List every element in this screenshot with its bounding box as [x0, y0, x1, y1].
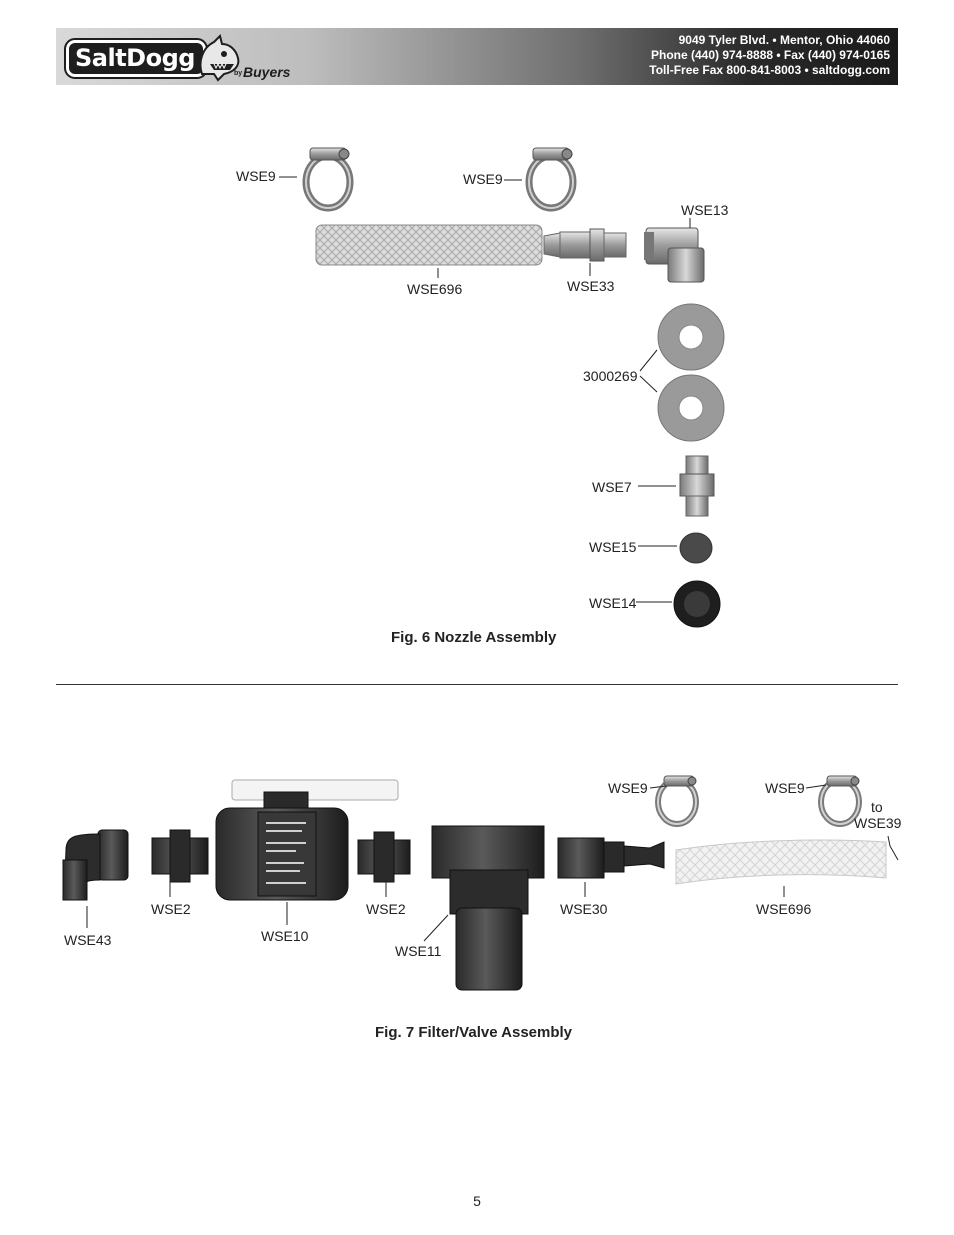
fig7-label-wse2-left: WSE2 — [151, 901, 191, 917]
fig7-wse696-hose — [675, 839, 887, 885]
fig7-label-wse2-right: WSE2 — [366, 901, 406, 917]
fig6-label-wse7: WSE7 — [592, 479, 632, 495]
logo-wordmark: SaltDogg — [64, 38, 208, 79]
fig7-wse9-left-clamp — [655, 775, 699, 827]
saltdogg-logo: SaltDogg by Buyers — [64, 34, 306, 82]
fig7-label-wse30: WSE30 — [560, 901, 608, 917]
contact-block: 9049 Tyler Blvd. • Mentor, Ohio 44060 Ph… — [649, 33, 890, 78]
fig7-wse30-hose-barb — [557, 837, 665, 879]
fig7-label-wse696: WSE696 — [756, 901, 812, 917]
contact-phone: Phone (440) 974-8888 • Fax (440) 974-016… — [650, 48, 890, 62]
fig7-wse2-right-nipple — [357, 831, 411, 883]
fig6-wse696-hose — [315, 224, 543, 266]
fig7-label-wse10: WSE10 — [261, 928, 309, 944]
fig7-label-wse9-left: WSE9 — [608, 780, 648, 796]
fig7-label-wse11: WSE11 — [395, 943, 442, 959]
page-header: SaltDogg by Buyers 9049 Tyler Blvd. • Me… — [56, 28, 898, 85]
logo-buyers: Buyers — [243, 64, 291, 80]
fig6-label-wse14: WSE14 — [589, 595, 637, 611]
fig7-wse9-right-clamp — [818, 775, 862, 827]
logo-by: by — [234, 70, 243, 77]
fig6-wse9-left-clamp — [302, 147, 354, 212]
fig6-label-wse9-right: WSE9 — [463, 171, 503, 187]
fig6-wse9-right-clamp — [525, 147, 577, 212]
page-number: 5 — [473, 1193, 481, 1209]
fig6-label-wse15: WSE15 — [589, 539, 637, 555]
contact-tollfree: Toll-Free Fax 800-841-8003 • saltdogg.co… — [649, 63, 890, 77]
fig7-wse10-ball-valve — [215, 779, 399, 901]
fig6-wse33-hose-barb — [543, 228, 627, 262]
fig7-label-wse43: WSE43 — [64, 932, 112, 948]
fig6-wse14-cap — [673, 580, 721, 628]
fig7-wse43-elbow — [62, 829, 129, 901]
fig6-wse13-elbow — [644, 227, 705, 283]
fig6-3000269-gaskets — [657, 303, 725, 442]
fig7-caption: Fig. 7 Filter/Valve Assembly — [375, 1024, 573, 1041]
fig6-wse15-tip — [679, 532, 713, 564]
fig6-label-wse13: WSE13 — [681, 202, 729, 218]
fig7-label-to: to — [871, 799, 883, 815]
section-divider — [56, 684, 898, 685]
fig7-label-wse9-right: WSE9 — [765, 780, 805, 796]
fig6-caption: Fig. 6 Nozzle Assembly — [391, 629, 557, 646]
fig7-wse2-left-nipple — [151, 829, 209, 883]
fig6-label-3000269: 3000269 — [583, 368, 638, 384]
fig6-label-wse33: WSE33 — [567, 278, 615, 294]
fig6-label-wse9-left: WSE9 — [236, 168, 276, 184]
dog-mascot-icon — [199, 34, 240, 82]
fig6-wse7-nipple — [679, 455, 715, 517]
fig7-wse11-filter — [431, 825, 545, 991]
contact-address: 9049 Tyler Blvd. • Mentor, Ohio 44060 — [678, 33, 890, 47]
fig7-label-wse39: WSE39 — [854, 815, 902, 831]
fig6-label-wse696: WSE696 — [407, 281, 463, 297]
